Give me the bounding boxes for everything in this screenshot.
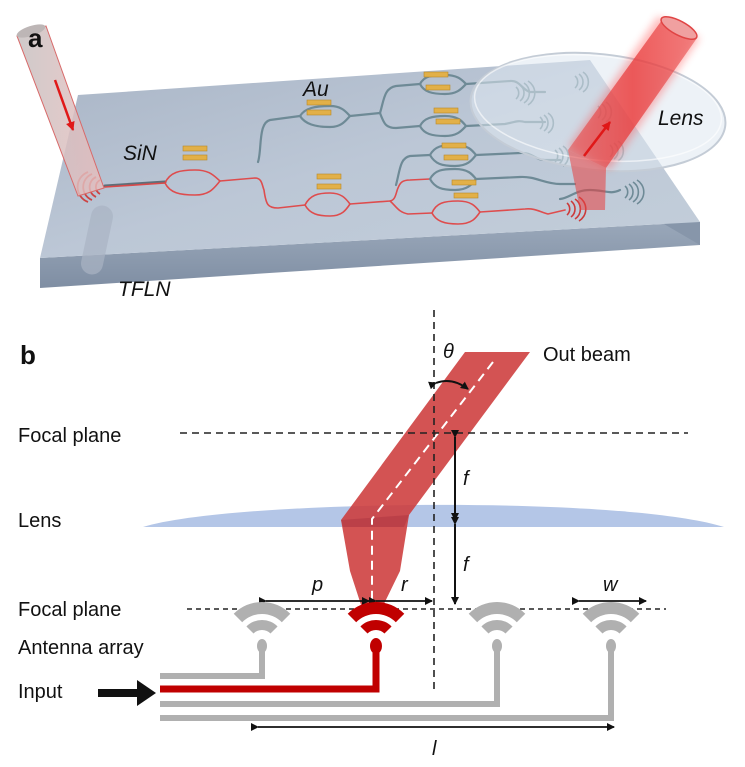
chip-side xyxy=(40,222,700,288)
antenna-feed-point xyxy=(606,639,616,653)
panel-a: a Au SiN TFLN Lens xyxy=(16,16,727,301)
label-lens: Lens xyxy=(18,510,61,532)
symbol-l: l xyxy=(432,738,437,760)
theta-arc xyxy=(428,380,469,390)
label-sin: SiN xyxy=(123,142,158,165)
fiber-shadow xyxy=(81,205,113,275)
label-input: Input xyxy=(18,681,63,703)
feed-line xyxy=(160,648,265,679)
antenna-inner-arc xyxy=(360,620,392,634)
beam-center-line xyxy=(371,361,494,608)
input-arrow xyxy=(53,79,75,131)
antenna-feed-point xyxy=(492,639,502,653)
input-arrow-icon xyxy=(98,680,156,706)
output-arrow xyxy=(583,121,611,157)
label-focal-plane-top: Focal plane xyxy=(18,425,121,447)
feed-line xyxy=(160,648,500,707)
antenna xyxy=(160,601,526,707)
active-grating-coupler xyxy=(566,196,587,222)
antenna-active xyxy=(160,601,405,693)
label-antenna-array: Antenna array xyxy=(18,637,144,659)
feed-line xyxy=(160,648,380,693)
antenna-outer-arc xyxy=(233,602,291,623)
input-fiber xyxy=(16,24,105,197)
antenna-feed-point xyxy=(370,638,382,654)
panel-a-label: a xyxy=(28,23,43,53)
electrodes xyxy=(182,71,479,199)
dashed-guides xyxy=(180,310,688,690)
symbol-p: p xyxy=(311,574,323,596)
panel-b-label: b xyxy=(20,340,36,370)
antenna-inner-arc xyxy=(246,620,278,634)
antenna-outer-arc xyxy=(468,601,526,623)
antenna-feed-point xyxy=(257,639,267,653)
label-tfln: TFLN xyxy=(118,278,171,301)
symbol-f-upper: f xyxy=(463,468,471,490)
antenna xyxy=(160,602,291,679)
feed-line xyxy=(160,648,614,721)
symbol-r: r xyxy=(401,574,409,596)
antenna-outer-arc xyxy=(347,601,405,623)
label-au: Au xyxy=(301,78,329,101)
label-out-beam: Out beam xyxy=(543,344,631,366)
antenna-inner-arc xyxy=(595,620,627,634)
output-fiber xyxy=(568,16,700,210)
antenna-outer-arc xyxy=(582,602,640,623)
label-lens: Lens xyxy=(658,107,704,130)
label-focal-plane-bottom: Focal plane xyxy=(18,599,121,621)
symbol-w: w xyxy=(603,574,619,596)
antenna-inner-arc xyxy=(481,620,513,634)
symbol-theta: θ xyxy=(443,341,454,363)
panel-b: b Focal plane Lens Foc xyxy=(18,310,724,760)
antenna xyxy=(160,602,640,721)
antenna-array xyxy=(160,601,640,721)
symbol-f-lower: f xyxy=(463,554,471,576)
beam xyxy=(341,352,530,608)
